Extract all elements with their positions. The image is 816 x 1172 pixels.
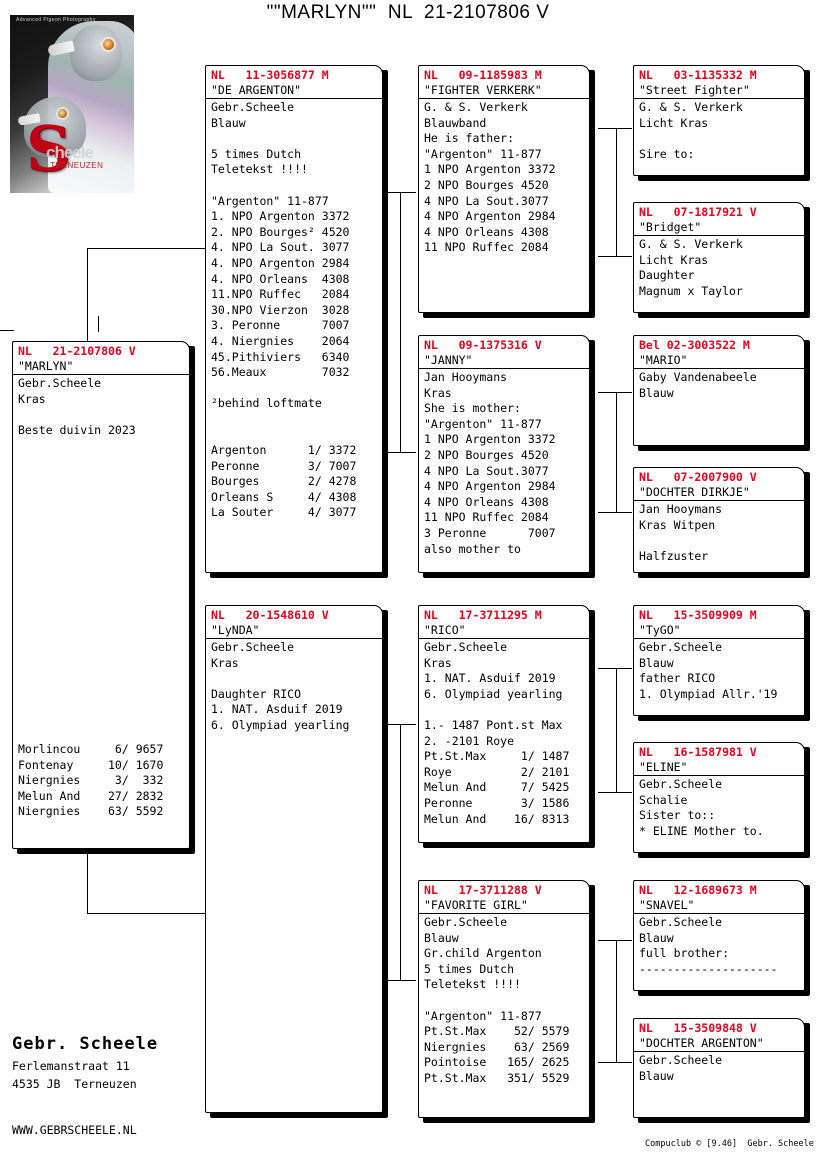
card-bridget[interactable]: NL 07-1817921 V "Bridget" G. & S. Verker… bbox=[633, 202, 805, 313]
connector-subject-stub bbox=[0, 330, 14, 331]
pigeon-nickname: "DOCHTER ARGENTON" bbox=[634, 1036, 804, 1052]
connector-ds-to-dsd bbox=[598, 792, 632, 793]
breeder-street: Ferlemanstraat 11 bbox=[12, 1059, 130, 1073]
pigeon-nickname: "Bridget" bbox=[634, 220, 804, 236]
ring-number: NL 15-3509909 M bbox=[639, 608, 757, 622]
pigeon-nickname: "DE ARGENTON" bbox=[206, 83, 382, 99]
connector-dam-to-dd bbox=[384, 980, 416, 981]
pigeon-secondary-eye-shape bbox=[58, 109, 67, 118]
pigeon-nickname: "DOCHTER DIRKJE" bbox=[634, 485, 804, 501]
connector-ss-to-sss bbox=[598, 128, 632, 129]
pigeon-details: Gebr.Scheele Schalie Sister to:: * ELINE… bbox=[639, 777, 764, 838]
ring-number: NL 15-3509848 V bbox=[639, 1021, 757, 1035]
breeder-city: 4535 JB Terneuzen bbox=[12, 1077, 137, 1091]
pigeon-secondary-head-shape bbox=[24, 97, 86, 157]
ring-number: NL 09-1375316 V bbox=[424, 338, 542, 352]
card-eline[interactable]: NL 16-1587981 V "ELINE" Gebr.Scheele Sch… bbox=[633, 742, 805, 853]
pigeon-details: Gebr.Scheele Blauw bbox=[639, 1053, 723, 1083]
ring-number: NL 16-1587981 V bbox=[639, 745, 757, 759]
pigeon-details: Gebr.Scheele Kras 1. NAT. Asduif 2019 6.… bbox=[424, 640, 570, 826]
connector-dd-to-dds bbox=[598, 940, 632, 941]
ring-number: NL 07-2007900 V bbox=[639, 470, 757, 484]
connector-sire-trunk bbox=[400, 192, 401, 452]
page-title: ""MARLYN"" NL 21-2107806 V bbox=[266, 2, 550, 23]
card-tygo[interactable]: NL 15-3509909 M "TyGO" Gebr.Scheele Blau… bbox=[633, 605, 805, 716]
connector-sd-to-sdd bbox=[598, 512, 632, 513]
pigeon-details: G. & S. Verkerk Licht Kras Daughter Magn… bbox=[639, 237, 743, 298]
pigeon-details: G. & S. Verkerk Licht Kras Sire to: bbox=[639, 100, 743, 161]
connector-subject-to-dam bbox=[87, 913, 205, 914]
software-credit: Compuclub © [9.46] Gebr. Scheele bbox=[645, 1139, 814, 1149]
pigeon-nickname: "FAVORITE GIRL" bbox=[419, 898, 589, 914]
ring-number: NL 03-1135332 M bbox=[639, 68, 757, 82]
connector-dam-trunk bbox=[400, 724, 401, 980]
connector-sd-trunk bbox=[616, 392, 617, 512]
pigeon-details: Gebr.Scheele Blauw Gr.child Argenton 5 t… bbox=[424, 915, 570, 1085]
connector-dd-to-ddd bbox=[598, 1062, 632, 1063]
card-dam-sire-rico[interactable]: NL 17-3711295 M "RICO" Gebr.Scheele Kras… bbox=[418, 605, 590, 843]
pigeon-details: Gebr.Scheele Blauw full brother: -------… bbox=[639, 915, 778, 976]
pigeon-nickname: "FIGHTER VERKERK" bbox=[419, 83, 589, 99]
card-dam-lynda[interactable]: NL 20-1548610 V "LyNDA" Gebr.Scheele Kra… bbox=[205, 605, 383, 1113]
ring-number: NL 21-2107806 V bbox=[18, 344, 136, 358]
logo-brand-subtext: TERNEUZEN bbox=[50, 161, 104, 170]
ring-number: NL 09-1185983 M bbox=[424, 68, 542, 82]
connector-sd-to-sds bbox=[598, 392, 632, 393]
pigeon-details: G. & S. Verkerk Blauwband He is father: … bbox=[424, 100, 556, 255]
connector-subject-top-stub bbox=[98, 316, 99, 332]
connector-dd-trunk bbox=[616, 940, 617, 1062]
pigeon-nickname: "SNAVEL" bbox=[634, 898, 804, 914]
breeder-name: Gebr. Scheele bbox=[12, 1034, 159, 1054]
pigeon-nickname: "JANNY" bbox=[419, 353, 589, 369]
card-dochter-argenton[interactable]: NL 15-3509848 V "DOCHTER ARGENTON" Gebr.… bbox=[633, 1018, 805, 1118]
card-snavel[interactable]: NL 12-1689673 M "SNAVEL" Gebr.Scheele Bl… bbox=[633, 880, 805, 991]
card-subject-marlyn[interactable]: NL 21-2107806 V "MARLYN" Gebr.Scheele Kr… bbox=[12, 341, 190, 849]
ring-number: NL 17-3711295 M bbox=[424, 608, 542, 622]
breeder-logo-image: S cheele TERNEUZEN Advanced Pigeon Photo… bbox=[10, 15, 134, 193]
pigeon-results: Morlincou 6/ 9657 Fontenay 10/ 1670 Nier… bbox=[18, 742, 164, 819]
pigeon-nickname: "MARLYN" bbox=[13, 359, 189, 375]
pigeon-nickname: "Street Fighter" bbox=[634, 83, 804, 99]
pigeon-details: Gaby Vandenabeele Blauw bbox=[639, 370, 757, 400]
pigeon-details: Gebr.Scheele Blauw father RICO 1. Olympi… bbox=[639, 640, 778, 701]
pigeon-nickname: "LyNDA" bbox=[206, 623, 382, 639]
connector-dam-to-ds bbox=[384, 724, 416, 725]
ring-number: NL 20-1548610 V bbox=[211, 608, 329, 622]
pigeon-head-shape bbox=[70, 25, 122, 81]
card-mario[interactable]: Bel 02-3003522 M "MARIO" Gaby Vandenabee… bbox=[633, 335, 805, 446]
pigeon-nickname: "ELINE" bbox=[634, 760, 804, 776]
pigeon-details: Gebr.Scheele Blauw 5 times Dutch Teletek… bbox=[211, 100, 357, 520]
pigeon-details: Gebr.Scheele Kras Daughter RICO 1. NAT. … bbox=[211, 640, 350, 732]
card-street-fighter[interactable]: NL 03-1135332 M "Street Fighter" G. & S.… bbox=[633, 65, 805, 176]
pigeon-eye-shape bbox=[103, 39, 114, 50]
connector-ss-to-ssd bbox=[598, 256, 632, 257]
connector-subject-to-sire bbox=[87, 248, 205, 249]
logo-top-caption: Advanced Pigeon Photography bbox=[16, 17, 96, 23]
card-sire-dam-janny[interactable]: NL 09-1375316 V "JANNY" Jan Hooymans Kra… bbox=[418, 335, 590, 573]
logo-brand-text: cheele bbox=[46, 143, 94, 162]
pigeon-details: Jan Hooymans Kras She is mother: "Argent… bbox=[424, 370, 556, 556]
pigeon-details: Jan Hooymans Kras Witpen Halfzuster bbox=[639, 502, 723, 563]
ring-number: NL 12-1689673 M bbox=[639, 883, 757, 897]
ring-number: Bel 02-3003522 M bbox=[639, 338, 750, 352]
card-sire-de-argenton[interactable]: NL 11-3056877 M "DE ARGENTON" Gebr.Schee… bbox=[205, 65, 383, 573]
pigeon-nickname: "MARIO" bbox=[634, 353, 804, 369]
ring-number: NL 11-3056877 M bbox=[211, 68, 329, 82]
ring-number: NL 07-1817921 V bbox=[639, 205, 757, 219]
connector-ds-trunk bbox=[616, 668, 617, 792]
pigeon-details: Gebr.Scheele Kras Beste duivin 2023 bbox=[18, 376, 136, 437]
connector-ss-trunk bbox=[616, 128, 617, 256]
logo-s-letter: S bbox=[26, 112, 71, 185]
ring-number: NL 17-3711288 V bbox=[424, 883, 542, 897]
breeder-website-link[interactable]: WWW.GEBRSCHEELE.NL bbox=[12, 1123, 137, 1137]
connector-ds-to-dss bbox=[598, 668, 632, 669]
pigeon-nickname: "TyGO" bbox=[634, 623, 804, 639]
pigeon-nickname: "RICO" bbox=[419, 623, 589, 639]
card-dam-dam-favorite-girl[interactable]: NL 17-3711288 V "FAVORITE GIRL" Gebr.Sch… bbox=[418, 880, 590, 1118]
card-dochter-dirkje[interactable]: NL 07-2007900 V "DOCHTER DIRKJE" Jan Hoo… bbox=[633, 467, 805, 573]
connector-sire-to-ss bbox=[384, 192, 416, 193]
connector-sire-to-sd bbox=[384, 452, 416, 453]
card-sire-sire-fighter-verkerk[interactable]: NL 09-1185983 M "FIGHTER VERKERK" G. & S… bbox=[418, 65, 590, 313]
